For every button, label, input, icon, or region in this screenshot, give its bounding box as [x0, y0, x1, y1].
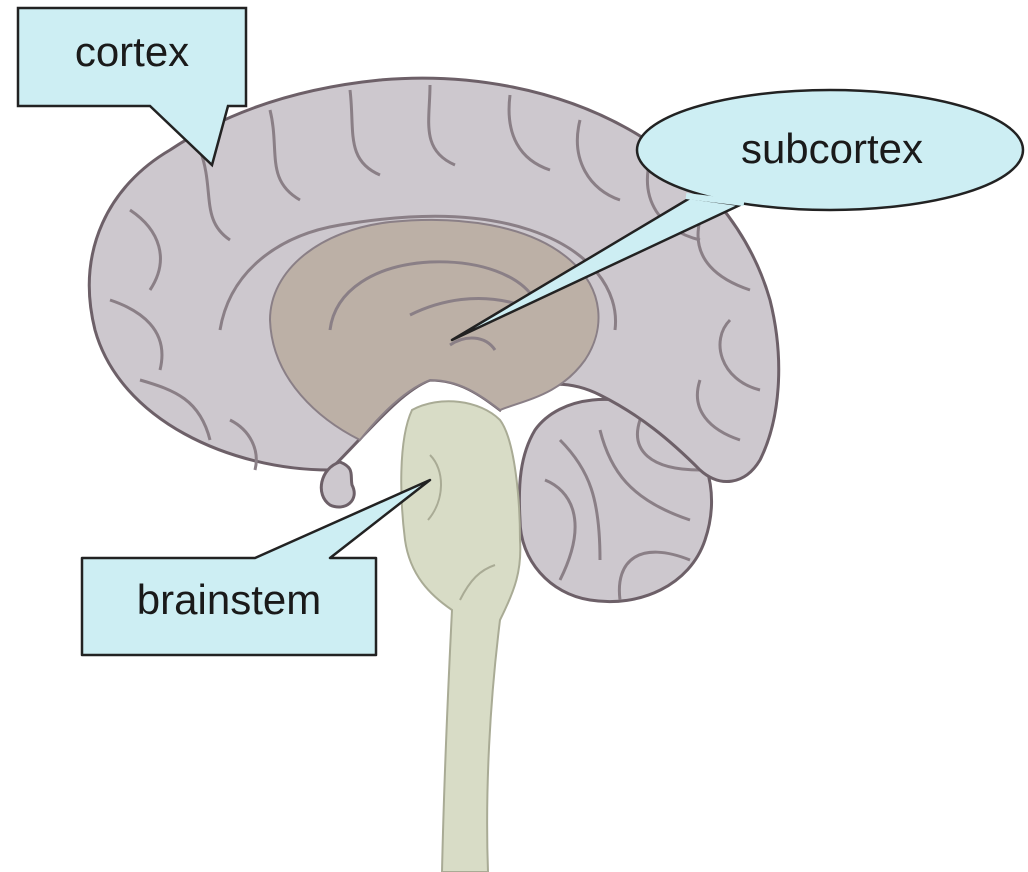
cortex-label: cortex — [75, 28, 189, 75]
cortex-callout: cortex — [18, 8, 246, 165]
brainstem-callout: brainstem — [82, 480, 430, 655]
subcortex-label: subcortex — [741, 125, 923, 172]
brainstem-label: brainstem — [137, 576, 321, 623]
brainstem-shape — [401, 401, 520, 872]
